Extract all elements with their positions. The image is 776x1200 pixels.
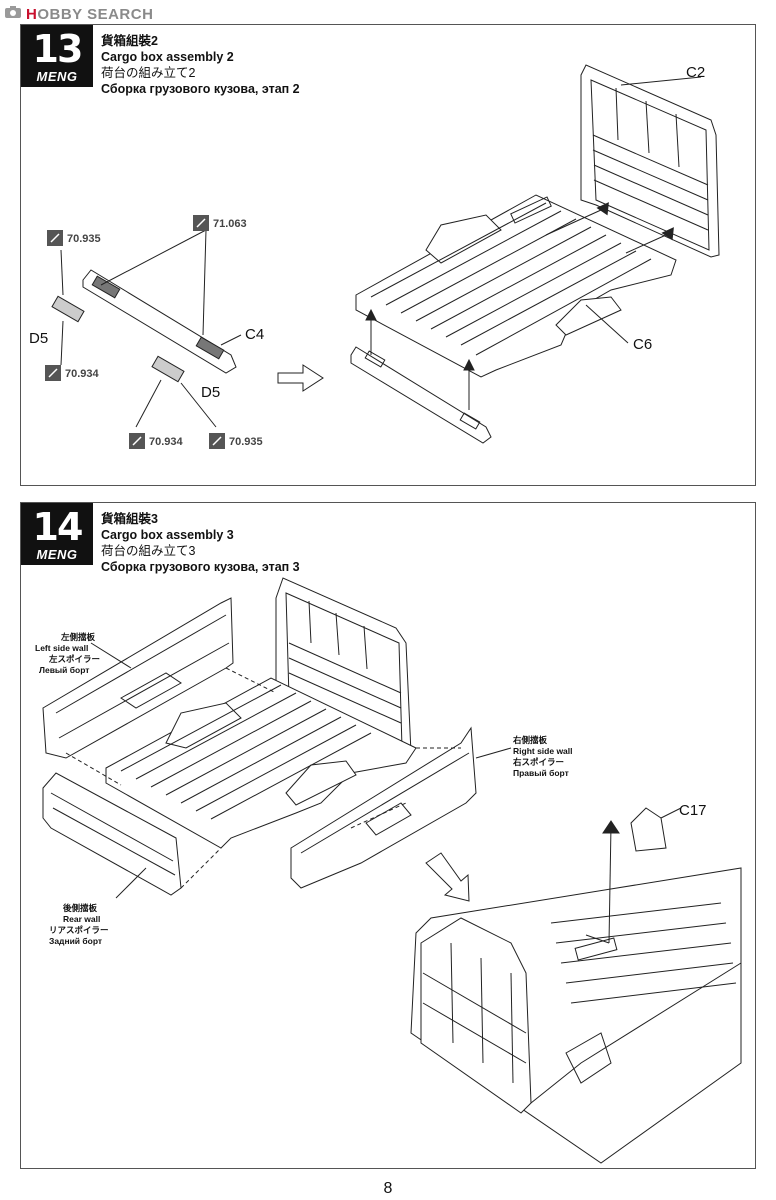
step-14-diagram: C17 左側擋板 Left side wall 左スポイラー Левый бор… — [35, 577, 742, 1164]
step-13-titles: 貨箱組裝2 Cargo box assembly 2 荷台の組み立て2 Сбор… — [101, 33, 300, 97]
label-c4: C4 — [245, 326, 264, 343]
paint-chip-p3: 70.934 — [45, 365, 100, 381]
svg-text:70.934: 70.934 — [65, 368, 100, 380]
label-c17: C17 — [679, 802, 707, 819]
rear-wall-label: 後側擋板 Rear wall リアスポイラー Задний борт — [49, 903, 109, 946]
part-c17 — [630, 807, 667, 852]
svg-text:Rear wall: Rear wall — [63, 914, 100, 924]
svg-text:Правый борт: Правый борт — [513, 768, 569, 778]
step-13-diagram: 70.935 71.063 70.934 70.934 70.935 C2 C4… — [29, 64, 720, 449]
svg-text:左側擋板: 左側擋板 — [60, 632, 96, 642]
svg-text:70.935: 70.935 — [67, 233, 101, 245]
watermark-text: HOBBY SEARCH — [26, 5, 154, 23]
completed-cargo-box — [410, 867, 742, 1164]
left-side-wall-label: 左側擋板 Left side wall 左スポイラー Левый борт — [35, 632, 100, 675]
svg-text:Задний борт: Задний борт — [49, 936, 102, 946]
svg-text:リアスポイラー: リアスポイラー — [49, 925, 109, 935]
svg-text:左スポイラー: 左スポイラー — [48, 654, 100, 664]
step-13-title-en: Cargo box assembly 2 — [101, 50, 234, 64]
step-13-badge: 13 MENG — [21, 25, 93, 87]
placement-lines — [65, 667, 461, 889]
step-13-title-ja: 荷台の組み立て2 — [101, 66, 196, 80]
camera-icon — [4, 5, 22, 24]
label-d5-right: D5 — [201, 384, 220, 401]
step-13-panel: 13 MENG 貨箱組裝2 Cargo box assembly 2 荷台の組み… — [20, 24, 756, 486]
step-14-title-ja: 荷台の組み立て3 — [101, 544, 196, 558]
svg-text:70.935: 70.935 — [229, 436, 263, 448]
right-side-wall-label: 右側擋板 Right side wall 右スポイラー Правый борт — [512, 735, 573, 778]
step-14-badge: 14 MENG — [21, 503, 93, 565]
brand-logo: MENG — [36, 69, 78, 84]
part-c2-headboard — [580, 64, 720, 258]
paint-chip-p4: 70.934 — [129, 433, 184, 449]
label-c2: C2 — [686, 64, 705, 81]
svg-text:70.934: 70.934 — [149, 436, 184, 448]
label-d5-left: D5 — [29, 330, 48, 347]
step-14-titles: 貨箱組裝3 Cargo box assembly 3 荷台の組み立て3 Сбор… — [101, 511, 300, 575]
part-floor — [105, 677, 417, 849]
svg-text:Left side wall: Left side wall — [35, 643, 88, 653]
svg-text:Right side wall: Right side wall — [513, 746, 573, 756]
part-left-side-wall — [42, 597, 234, 759]
part-c6-floor — [355, 194, 677, 378]
arrow-down-right-icon — [425, 852, 470, 902]
step-13-title-ru: Сборка грузового кузова, этап 2 — [101, 82, 300, 96]
step-13-title-zh: 貨箱組裝2 — [101, 34, 158, 48]
svg-text:Левый борт: Левый борт — [39, 665, 89, 675]
page-number: 8 — [383, 1180, 393, 1197]
step-14-title-en: Cargo box assembly 3 — [101, 528, 234, 542]
paint-chip-p5: 70.935 — [209, 433, 263, 449]
label-c6: C6 — [633, 336, 652, 353]
step-14-title-zh: 貨箱組裝3 — [101, 512, 158, 526]
part-c4-rail-installed — [350, 346, 492, 444]
part-d5-left — [51, 295, 85, 323]
svg-text:71.063: 71.063 — [213, 218, 247, 230]
paint-chip-p1: 70.935 — [47, 230, 101, 246]
svg-text:後側擋板: 後側擋板 — [63, 903, 98, 913]
paint-chip-p2: 71.063 — [193, 215, 247, 231]
part-d5-right — [151, 355, 185, 383]
watermark: HOBBY SEARCH — [4, 4, 153, 24]
step-13-number: 13 — [32, 27, 84, 71]
step-14-panel: 14 MENG 貨箱組裝3 Cargo box assembly 3 荷台の組み… — [20, 502, 756, 1169]
svg-text:右スポイラー: 右スポイラー — [512, 757, 564, 767]
part-rear-wall — [42, 772, 182, 896]
part-c4-rail — [82, 269, 237, 374]
arrow-right-icon — [277, 364, 324, 392]
part-right-side-wall — [290, 726, 477, 889]
svg-text:右側擋板: 右側擋板 — [512, 735, 548, 745]
brand-logo: MENG — [36, 547, 78, 562]
step-14-title-ru: Сборка грузового кузова, этап 3 — [101, 560, 300, 574]
step-14-number: 14 — [32, 505, 84, 549]
